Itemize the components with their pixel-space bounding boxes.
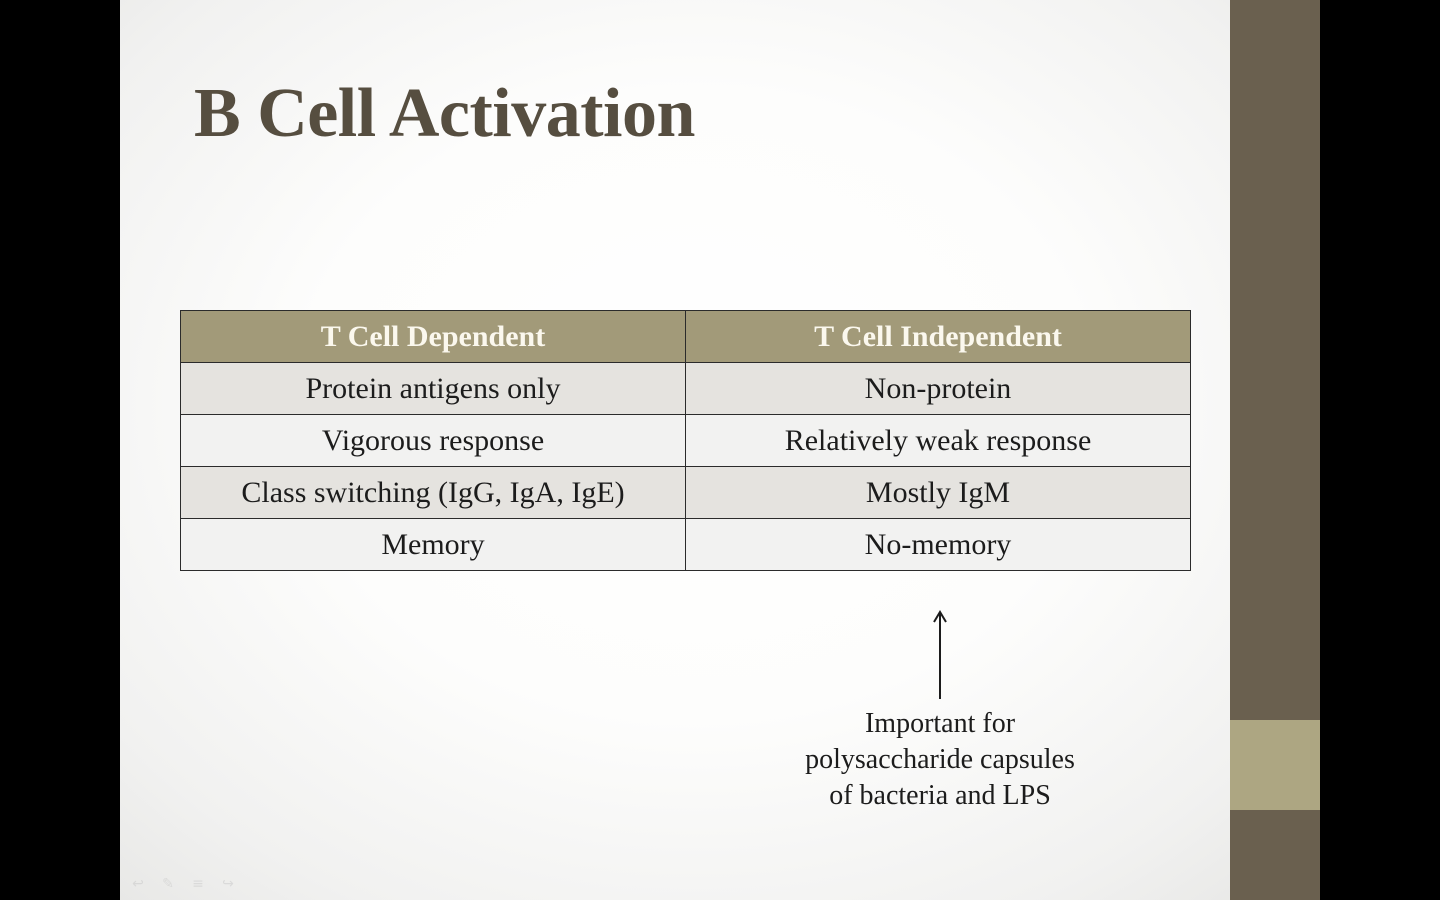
- side-decor-accent: [1230, 720, 1320, 810]
- table-cell: Vigorous response: [180, 414, 686, 467]
- table-cell: Class switching (IgG, IgA, IgE): [180, 466, 686, 519]
- table-row: Vigorous response Relatively weak respon…: [180, 414, 1191, 467]
- table-cell: Memory: [180, 518, 686, 571]
- table-row: Memory No-memory: [180, 518, 1191, 571]
- menu-icon[interactable]: ≡: [192, 876, 204, 892]
- table-cell: Mostly IgM: [685, 466, 1191, 519]
- table-cell: Non-protein: [685, 362, 1191, 415]
- presentation-slide: B Cell Activation T Cell Dependent T Cel…: [120, 0, 1320, 900]
- header-t-cell-independent: T Cell Independent: [685, 310, 1191, 363]
- letterbox-left: [0, 0, 120, 900]
- table-cell: No-memory: [685, 518, 1191, 571]
- slide-title: B Cell Activation: [194, 75, 695, 152]
- annotation-line: Important for: [864, 708, 1016, 739]
- comparison-table: T Cell Dependent T Cell Independent Prot…: [180, 310, 1191, 571]
- table-cell: Protein antigens only: [180, 362, 686, 415]
- table-cell: Relatively weak response: [685, 414, 1191, 467]
- slideshow-controls: ↩ ✎ ≡ ↪: [128, 874, 238, 894]
- forward-arrow-icon[interactable]: ↪: [222, 876, 234, 892]
- pen-icon[interactable]: ✎: [162, 876, 174, 892]
- up-arrow-icon: [933, 610, 947, 699]
- back-arrow-icon[interactable]: ↩: [132, 876, 144, 892]
- header-t-cell-dependent: T Cell Dependent: [180, 310, 686, 363]
- table-row: Protein antigens only Non-protein: [180, 362, 1191, 415]
- table-row: Class switching (IgG, IgA, IgE) Mostly I…: [180, 466, 1191, 519]
- annotation-line: polysaccharide capsules: [805, 744, 1075, 775]
- annotation-line: of bacteria and LPS: [829, 780, 1051, 811]
- table-header-row: T Cell Dependent T Cell Independent: [180, 310, 1191, 363]
- letterbox-right: [1320, 0, 1440, 900]
- annotation-text: Important for polysaccharide capsules of…: [760, 706, 1120, 814]
